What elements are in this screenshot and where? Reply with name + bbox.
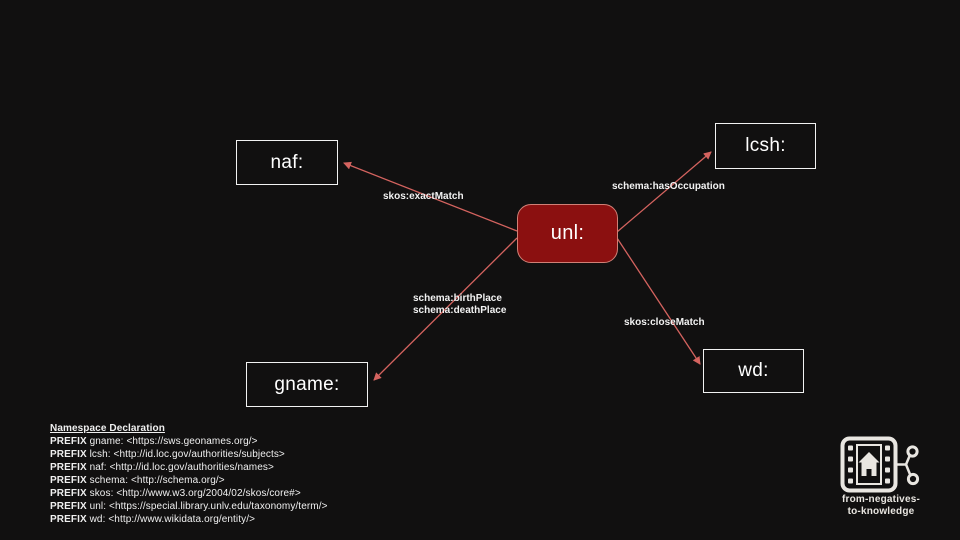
- film-house-share-icon: [840, 436, 920, 493]
- prefix-line-unl: PREFIX unl: <https://special.library.unl…: [50, 500, 328, 513]
- logo-line2: to-knowledge: [847, 506, 915, 517]
- edge-unl-wd: [616, 237, 701, 365]
- namespace-declaration: Namespace Declaration PREFIX gname: <htt…: [50, 422, 328, 526]
- edge-label-hasoccupation: schema:hasOccupation: [612, 181, 725, 192]
- prefix-line-skos: PREFIX skos: <http://www.w3.org/2004/02/…: [50, 487, 328, 500]
- logo-line1: from-negatives-: [841, 494, 920, 505]
- prefix-value: skos: <http://www.w3.org/2004/02/skos/co…: [89, 488, 301, 499]
- edge-label-birthplace-deathplace: schema:birthPlace schema:deathPlace: [413, 293, 506, 317]
- edge-label-birthplace: schema:birthPlace: [413, 293, 502, 304]
- prefix-value: lcsh: <http://id.loc.gov/authorities/sub…: [89, 449, 285, 460]
- node-wd-label: wd:: [738, 360, 769, 381]
- node-unl: unl:: [517, 204, 618, 263]
- node-lcsh: lcsh:: [715, 123, 816, 169]
- prefix-keyword: PREFIX: [50, 462, 87, 473]
- node-naf-label: naf:: [270, 151, 304, 173]
- node-unl-label: unl:: [550, 222, 585, 244]
- prefix-value: unl: <https://special.library.unlv.edu/t…: [89, 501, 328, 512]
- node-gname-label: gname:: [274, 373, 340, 395]
- edge-label-deathplace: schema:deathPlace: [413, 305, 507, 316]
- node-gname: gname:: [246, 362, 368, 407]
- logo-text: from-negatives- to-knowledge: [836, 494, 926, 518]
- edge-label-closematch: skos:closeMatch: [624, 317, 705, 328]
- logo: from-negatives- to-knowledge: [836, 436, 926, 518]
- namespace-title: Namespace Declaration: [50, 423, 165, 434]
- node-lcsh-label: lcsh:: [745, 135, 786, 156]
- prefix-line-naf: PREFIX naf: <http://id.loc.gov/authoriti…: [50, 461, 328, 474]
- edge-label-exactmatch: skos:exactMatch: [383, 191, 464, 202]
- prefix-value: gname: <https://sws.geonames.org/>: [89, 436, 258, 447]
- prefix-keyword: PREFIX: [50, 436, 87, 447]
- prefix-line-schema: PREFIX schema: <http://schema.org/>: [50, 474, 328, 487]
- node-wd: wd:: [703, 349, 804, 393]
- node-naf: naf:: [236, 140, 338, 185]
- prefix-keyword: PREFIX: [50, 514, 87, 525]
- prefix-keyword: PREFIX: [50, 449, 87, 460]
- prefix-line-gname: PREFIX gname: <https://sws.geonames.org/…: [50, 435, 328, 448]
- prefix-line-wd: PREFIX wd: <http://www.wikidata.org/enti…: [50, 513, 328, 526]
- prefix-value: naf: <http://id.loc.gov/authorities/name…: [89, 462, 274, 473]
- prefix-line-lcsh: PREFIX lcsh: <http://id.loc.gov/authorit…: [50, 448, 328, 461]
- prefix-keyword: PREFIX: [50, 475, 87, 486]
- prefix-value: schema: <http://schema.org/>: [89, 475, 225, 486]
- prefix-keyword: PREFIX: [50, 501, 87, 512]
- prefix-keyword: PREFIX: [50, 488, 87, 499]
- prefix-value: wd: <http://www.wikidata.org/entity/>: [89, 514, 256, 525]
